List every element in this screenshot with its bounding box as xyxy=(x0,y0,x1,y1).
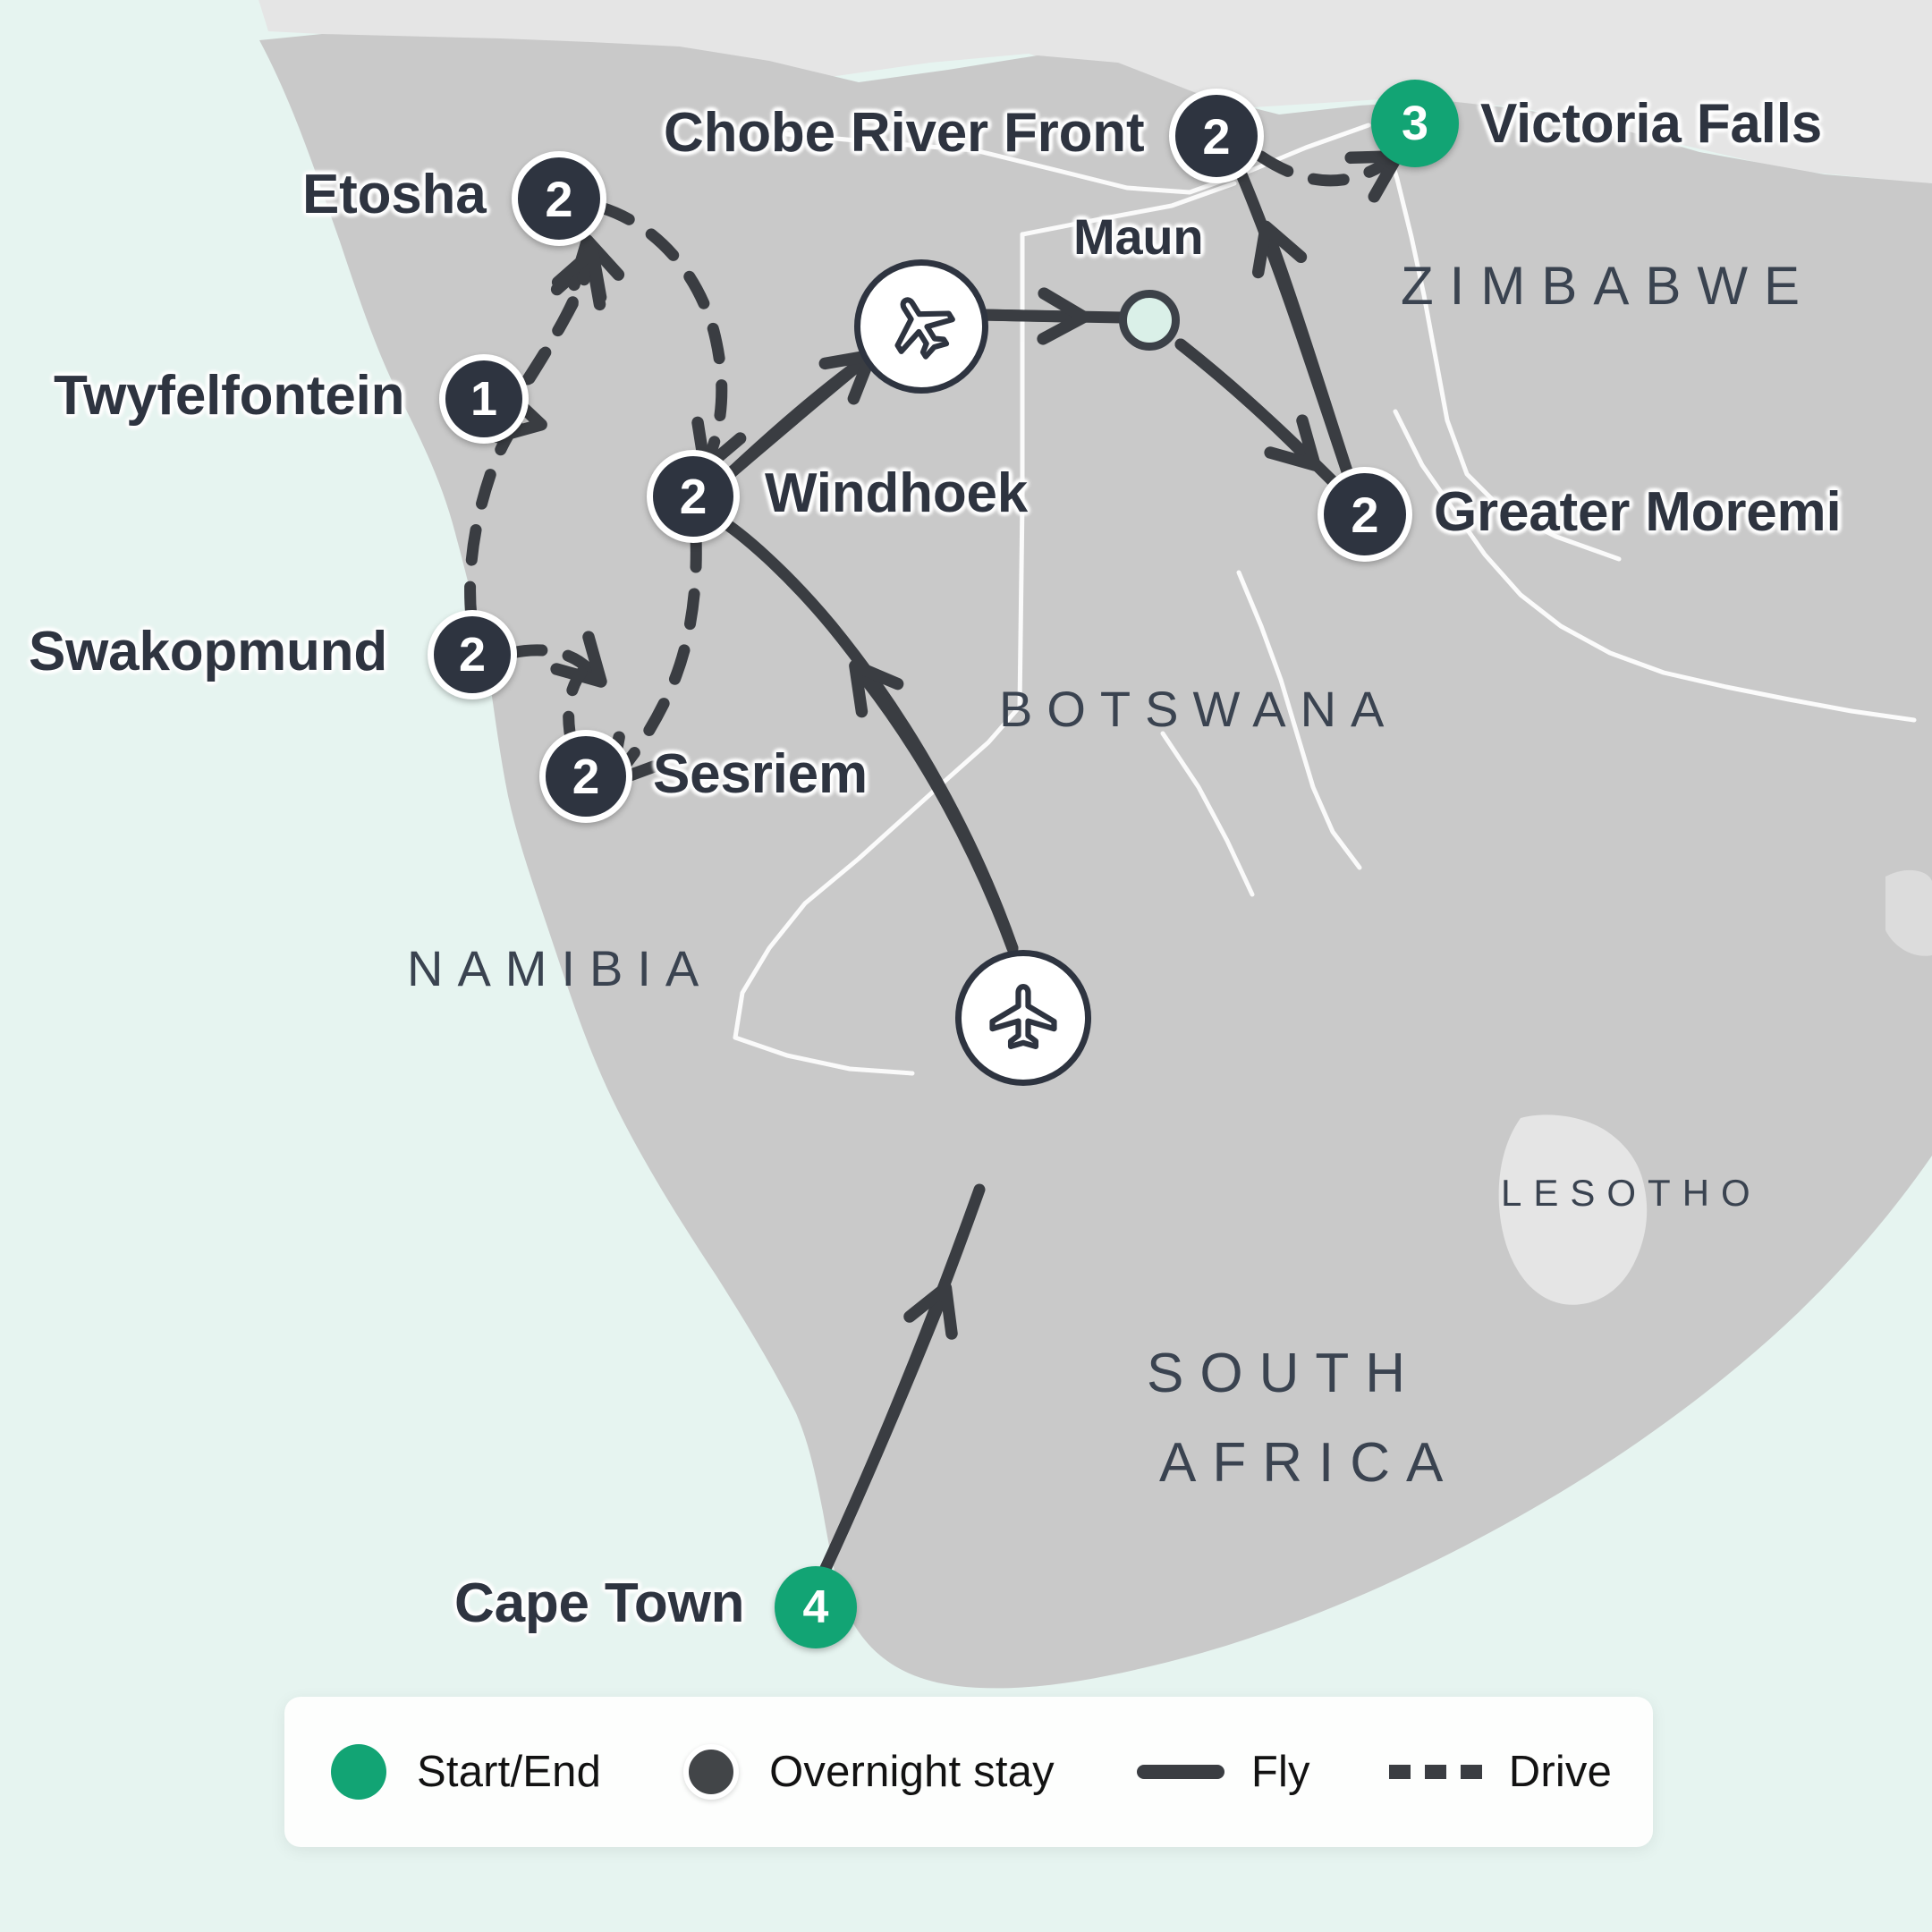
legend-label-drive: Drive xyxy=(1508,1748,1613,1796)
legend-label-start-end: Start/End xyxy=(417,1748,602,1796)
stop-label-greater-moremi: Greater Moremi xyxy=(1434,481,1842,543)
legend-item-overnight-stay: Overnight stay xyxy=(683,1744,1055,1800)
drive-swakopmund-east xyxy=(505,631,607,688)
solid-line-icon xyxy=(1136,1765,1224,1779)
drive-chobe-victoria xyxy=(1255,150,1403,203)
country-borders xyxy=(733,112,1917,1076)
dark-circle-icon xyxy=(683,1744,740,1800)
country-label-namibia: NAMIBIA xyxy=(407,940,714,996)
stop-marker-greater-moremi[interactable]: 2 xyxy=(1318,467,1412,562)
stop-marker-windhoek[interactable]: 2 xyxy=(647,450,740,543)
stop-label-chobe-river-front: Chobe River Front xyxy=(664,102,1145,164)
drive-windhoek-sesriem xyxy=(604,530,702,789)
country-label-south: SOUTH xyxy=(1147,1343,1421,1404)
drive-etosha-windhoek xyxy=(595,201,747,475)
land-main xyxy=(259,34,1932,1689)
legend-item-start-end: Start/End xyxy=(331,1744,601,1800)
stop-marker-victoria-falls[interactable]: 3 xyxy=(1371,80,1459,167)
country-label-africa: AFRICA xyxy=(1159,1432,1460,1494)
stop-label-swakopmund: Swakopmund xyxy=(29,621,388,682)
legend-label-fly: Fly xyxy=(1250,1748,1310,1796)
waypoint-maun[interactable] xyxy=(1119,290,1180,351)
land-lesotho xyxy=(1498,1114,1648,1305)
land-angola-zambia xyxy=(258,0,1932,184)
stop-label-etosha: Etosha xyxy=(302,164,487,225)
airplane-icon xyxy=(894,297,955,360)
stop-label-cape-town: Cape Town xyxy=(454,1572,745,1634)
drive-swakopmund-twyfelfontein xyxy=(464,386,547,623)
dashed-line-icon xyxy=(1388,1765,1482,1779)
fly-routes xyxy=(709,168,1355,1580)
stop-label-victoria-falls: Victoria Falls xyxy=(1480,93,1823,155)
land-east-nub xyxy=(1885,869,1932,956)
airplane-icon xyxy=(989,984,1057,1050)
stop-label-windhoek: Windhoek xyxy=(765,462,1029,524)
stop-marker-swakopmund[interactable]: 2 xyxy=(428,610,517,699)
country-label-zimbabwe: ZIMBABWE xyxy=(1401,256,1817,316)
fly-plane-windhoek xyxy=(709,511,1019,954)
legend-label-overnight-stay: Overnight stay xyxy=(769,1748,1055,1796)
stop-label-sesriem: Sesriem xyxy=(653,743,868,805)
legend-item-drive: Drive xyxy=(1388,1747,1613,1797)
stop-marker-sesriem[interactable]: 2 xyxy=(539,730,632,823)
waypoint-label-maun: Maun xyxy=(1073,208,1204,265)
plane-badge-windhoek-north[interactable] xyxy=(854,259,988,394)
stop-marker-etosha[interactable]: 2 xyxy=(512,151,606,246)
stop-marker-chobe-river-front[interactable]: 2 xyxy=(1169,89,1264,183)
country-label-botswana: BOTSWANA xyxy=(999,681,1399,737)
legend-item-fly: Fly xyxy=(1136,1747,1310,1797)
stop-label-twyfelfontein: Twyfelfontein xyxy=(54,365,405,427)
green-circle-icon xyxy=(331,1744,386,1800)
stop-marker-cape-town[interactable]: 4 xyxy=(775,1566,857,1648)
plane-badge-capetown-route[interactable] xyxy=(955,950,1091,1086)
stop-marker-twyfelfontein[interactable]: 1 xyxy=(439,354,529,444)
country-label-lesotho: LESOTHO xyxy=(1501,1172,1762,1214)
map-legend: Start/End Overnight stay Fly Drive xyxy=(284,1697,1653,1847)
